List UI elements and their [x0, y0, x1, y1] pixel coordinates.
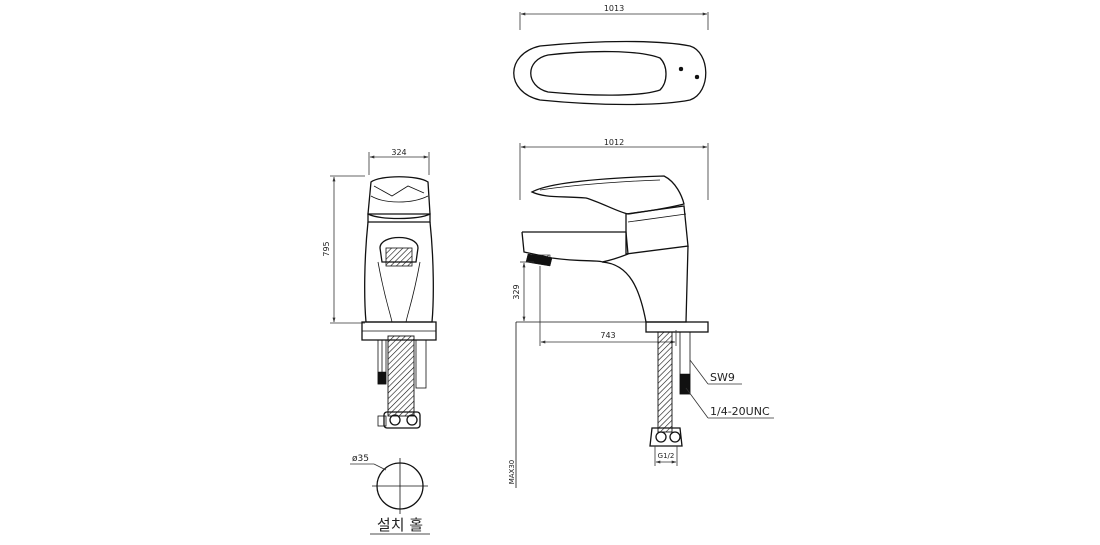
callout-wrench: SW9: [710, 371, 735, 384]
dim-front-height: 795: [322, 241, 331, 256]
dim-top-width: 1013: [604, 4, 624, 13]
install-hole-detail: ø35 설치 홀: [350, 454, 430, 535]
dim-spout-height: 329: [512, 284, 521, 299]
top-view: 1013: [513, 4, 709, 106]
install-hole-label: 설치 홀: [377, 516, 423, 534]
dim-front-width: 324: [391, 148, 406, 157]
dim-deck-thickness: MAX30: [508, 460, 516, 485]
dim-side-width: 1012: [604, 138, 624, 147]
callout-hole-diameter: ø35: [352, 454, 369, 464]
front-view: 324 795: [322, 148, 437, 429]
callout-hose-thread: G1/2: [658, 452, 675, 460]
side-view: 1012 MAX30 329 743: [508, 138, 774, 488]
callout-thread: 1/4-20UNC: [710, 405, 770, 418]
dim-spout-reach: 743: [600, 331, 615, 340]
